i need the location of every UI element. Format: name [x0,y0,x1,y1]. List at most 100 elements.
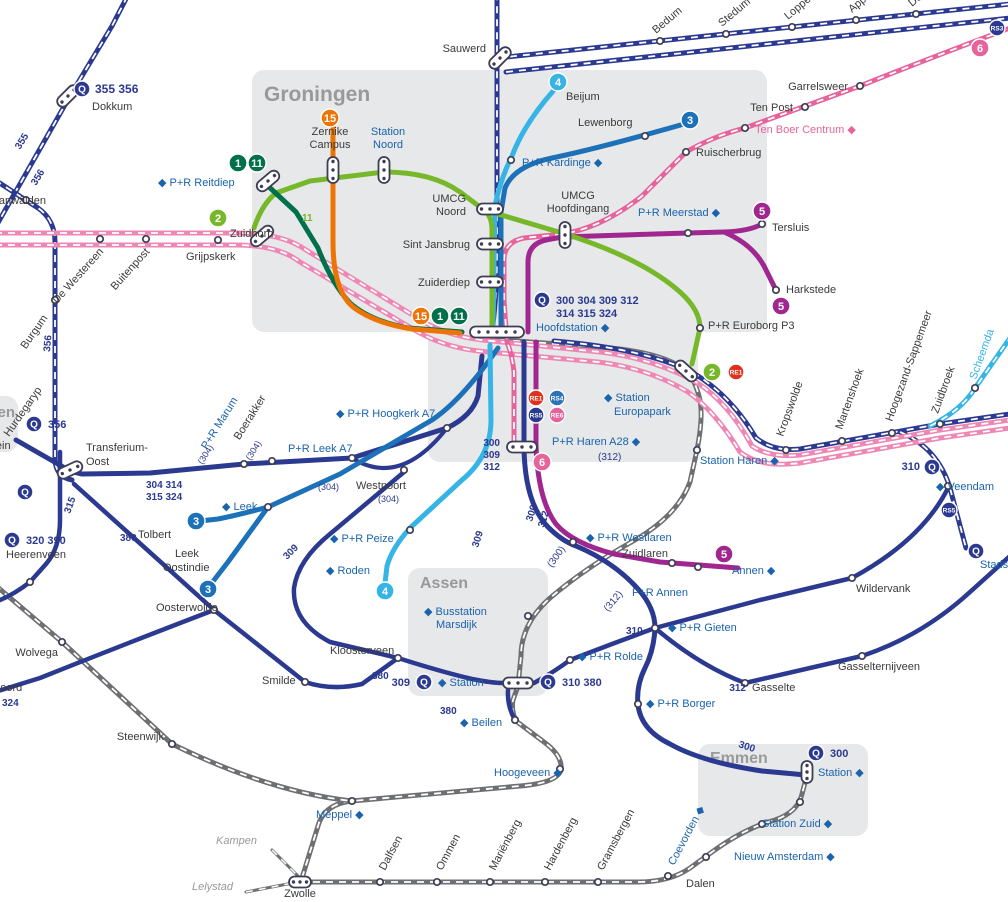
q-badge: Q [25,415,43,433]
station-label: Harkstede [786,284,836,296]
station-label: ◆ Leek [222,501,258,513]
station-label: P+R Meerstad ◆ [638,207,721,219]
badge-circle [411,306,431,326]
route-number-label: 300 [483,438,500,449]
station-dot [593,877,603,887]
station-label: Tersluis [772,222,810,234]
interchange-dot [259,184,264,189]
badge-text: 1 [235,158,241,170]
interchange-dot [331,159,335,164]
interchange-dot [504,50,508,54]
route-number-label: (312) [598,452,621,463]
interchange-dot [677,363,682,368]
q-badge: Q [415,673,433,691]
route-route-324 [0,607,217,693]
station-dot [209,605,219,615]
interchange-dot [479,280,484,284]
station-label: Garrelsweer [788,81,848,93]
station-dot [800,102,810,112]
line-badge-11: 11 [449,306,469,326]
interchange-dot [496,242,501,246]
station-dot [432,877,442,887]
route-number-label: 309 [392,677,410,689]
badge-text: 11 [453,311,465,323]
station-label: Europapark [614,406,671,418]
station-label: Hoogeveen ◆ [494,767,562,779]
route-number-label: 355 356 [95,82,139,96]
station-label: ◆ Station [604,392,650,404]
interchange-marker [502,676,534,690]
route-number-label: 312 [536,509,552,529]
station-dot [740,123,750,133]
route-qlink-4-south [382,342,494,586]
station-dot [485,877,495,887]
interchange-dot [382,176,386,181]
station-label: Meppel ◆ [316,809,364,821]
badge-circle [25,415,43,433]
badge-circle [967,542,985,560]
badge-circle [16,483,34,501]
station-label: Zuidlaren [622,548,668,560]
station-label: ◆ P+R Westlaren [586,532,672,544]
route-qlink-2-loop [495,211,703,367]
station-label: Station Zuid ◆ [762,818,833,830]
line-badge-RS5: RS5 [940,501,958,519]
interchange-marker [674,359,698,383]
station-label: Grijpskerk [186,251,236,263]
station-label: Hoofdstation ◆ [536,322,610,334]
station-dot [847,573,857,583]
badge-circle [320,108,340,128]
badge-text: 4 [555,77,562,89]
badge-circle [186,511,206,531]
route-number-label: 312 [483,462,500,473]
station-label: Station ◆ [818,767,864,779]
route-number-label: 380 [440,706,457,717]
station-label: Heerenveen [6,549,66,561]
badge-text: RS3 [991,25,1004,32]
route-number-label: 356 [48,419,66,431]
route-number-label: 314 315 324 [556,308,618,320]
badge-text: RE1 [530,395,543,402]
interchange-dot [805,770,809,774]
station-label: Stadskanaal [980,559,1008,571]
interchange-marker [56,84,80,108]
station-dot [523,611,533,621]
interchange-marker [476,202,504,216]
route-rail-kampen [270,848,304,882]
badge-text: 3 [205,584,211,596]
badge-circle [375,581,395,601]
station-dot [239,459,249,469]
station-label: ◆ P+R Gieten [668,622,737,634]
station-dot [970,383,980,393]
route-number-label: 324 [2,698,19,709]
station-dot [721,29,731,39]
q-badge: Q [539,673,557,691]
badge-text: RE6 [551,412,564,419]
route-qlink-2 [251,169,495,331]
route-qlink-6-dash [503,27,1008,442]
station-label: Ten Boer Centrum ◆ [755,124,856,136]
interchange-dot [520,445,524,449]
interchange-dot [266,179,270,183]
badge-text: RS5 [530,412,543,419]
line-badge-3: 3 [198,579,218,599]
badge-circle [527,389,545,407]
badge-text: 6 [539,457,545,469]
interchange-marker [558,221,572,249]
station-dot [701,852,711,862]
interchange-dot [488,242,492,246]
city-label: Assen [420,575,468,592]
station-label: ◆ Veendam [936,481,994,493]
station-label: Smilde [262,675,296,687]
badge-circle [548,389,566,407]
station-label: Dokkum [92,101,132,113]
station-label: Marsdijk [436,619,477,631]
station-label: Zuidhorn [230,228,273,240]
station-dot [442,423,452,433]
station-dot [393,653,403,663]
station-label: Sint Jansbrug [403,239,470,251]
route-rail-delfzijl-b-dash [505,17,1008,73]
interchange-dot [507,681,511,685]
